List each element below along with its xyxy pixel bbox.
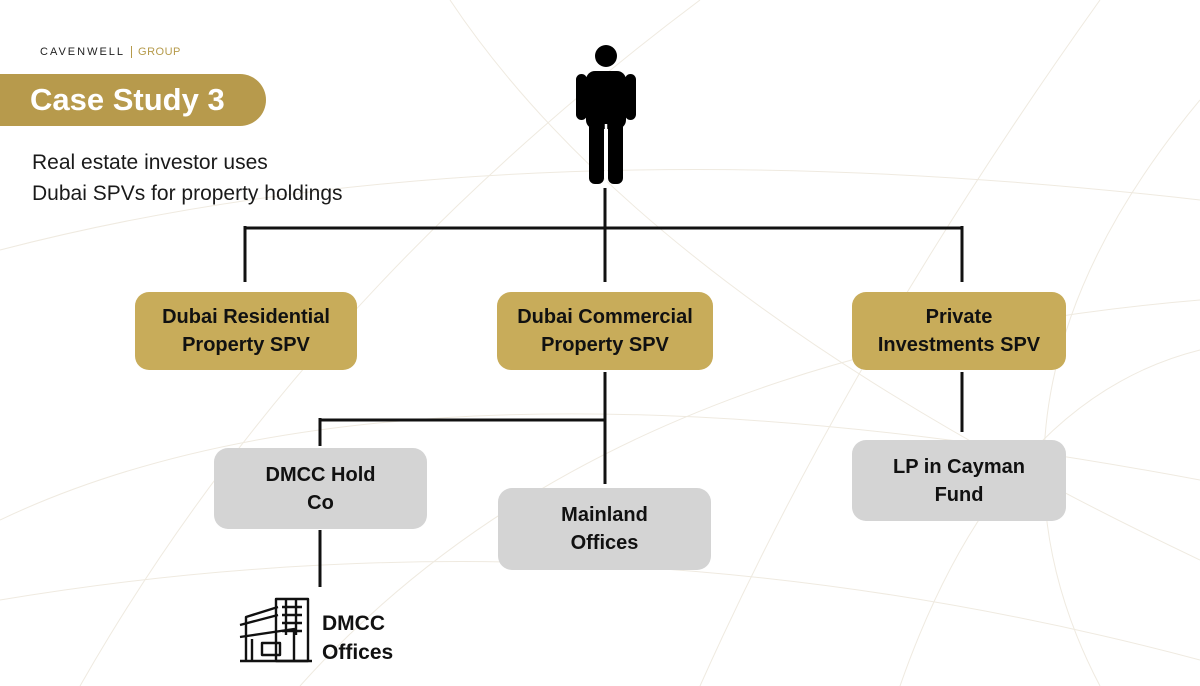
node-dubai-commercial-spv: Dubai Commercial Property SPV (497, 292, 713, 370)
node-private-investments-spv: Private Investments SPV (852, 292, 1066, 370)
subtitle-line-1: Real estate investor uses (32, 151, 268, 174)
node-dubai-residential-spv: Dubai Residential Property SPV (135, 292, 357, 370)
node-lp-cayman-fund: LP in Cayman Fund (852, 440, 1066, 521)
node-mainland-offices-label: Mainland Offices (561, 504, 648, 554)
brand-name: CAVENWELL (40, 46, 126, 58)
person-icon (576, 45, 636, 184)
building-icon (239, 597, 312, 663)
brand-logo: CAVENWELL GROUP (40, 46, 181, 58)
node-private-investments-spv-label: Private Investments SPV (877, 306, 1041, 356)
subtitle: Real estate investor uses Dubai SPVs for… (32, 147, 343, 209)
brand-divider (131, 46, 133, 58)
node-lp-cayman-fund-label: LP in Cayman Fund (893, 455, 1025, 506)
node-dubai-commercial-spv-label: Dubai Commercial Property SPV (517, 306, 693, 356)
node-dmcc-hold-co-label: DMCC Hold Co (265, 463, 376, 514)
subtitle-line-2: Dubai SPVs for property holdings (32, 182, 343, 205)
dmcc-offices-label: DMCC Offices (322, 612, 394, 664)
case-study-title: Case Study 3 (30, 82, 225, 117)
node-mainland-offices: Mainland Offices (498, 488, 711, 570)
node-dubai-residential-spv-label: Dubai Residential Property SPV (162, 306, 330, 356)
brand-group: GROUP (138, 46, 181, 58)
case-study-badge: Case Study 3 (0, 74, 266, 126)
node-dmcc-hold-co: DMCC Hold Co (214, 448, 427, 529)
